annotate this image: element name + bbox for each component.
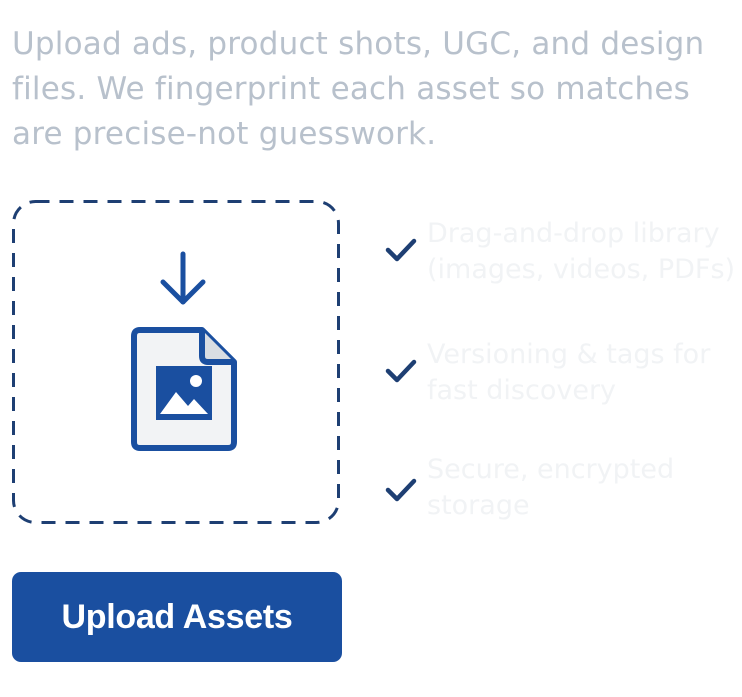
image-file-icon (131, 327, 237, 451)
feature-item: Drag-and-drop library (images, videos, P… (384, 216, 742, 286)
feature-label: Drag-and-drop library (images, videos, P… (427, 218, 736, 285)
feature-item: Secure, encrypted storage (384, 452, 742, 522)
dropzone-border (12, 200, 340, 524)
upload-assets-button[interactable]: Upload Assets (12, 572, 342, 662)
feature-item: Versioning & tags for fast discovery (384, 337, 742, 407)
dropzone[interactable] (12, 200, 340, 524)
feature-label: Versioning & tags for fast discovery (427, 339, 711, 406)
download-arrow-icon (160, 251, 206, 305)
check-icon (385, 359, 417, 383)
check-icon (385, 238, 417, 262)
check-icon (385, 478, 417, 502)
intro-text: Upload ads, product shots, UGC, and desi… (12, 26, 705, 152)
feature-label: Secure, encrypted storage (427, 454, 675, 521)
